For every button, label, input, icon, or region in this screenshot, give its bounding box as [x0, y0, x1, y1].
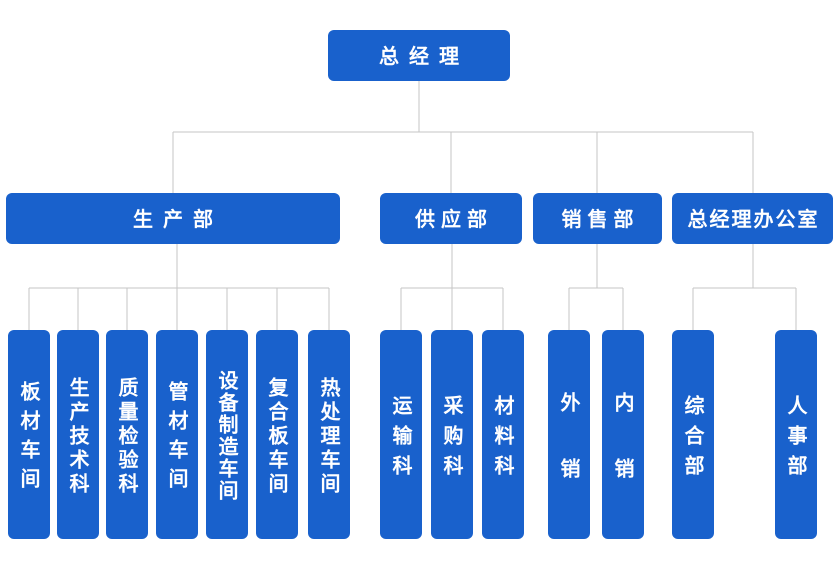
- node-label: 设备制造车间: [215, 369, 239, 502]
- node-label: 运输科: [389, 394, 413, 485]
- node-label: 供应部: [415, 206, 493, 231]
- org-node-production-dept: 生产部: [6, 193, 340, 244]
- node-label: 生产部: [133, 206, 223, 231]
- org-node-purchasing-section: 采购科: [431, 330, 473, 539]
- org-node-export-sales: 外销: [548, 330, 590, 539]
- node-label: 内销: [611, 391, 635, 524]
- org-node-equipment-manufacturing-workshop: 设备制造车间: [206, 330, 248, 539]
- node-label: 综合部: [681, 394, 705, 485]
- node-label: 总经理办公室: [687, 206, 820, 231]
- node-label: 外销: [557, 391, 581, 524]
- node-label: 材料科: [491, 394, 515, 485]
- node-label: 热处理车间: [317, 376, 341, 497]
- node-label: 质量检验科: [115, 376, 139, 497]
- org-node-composite-plate-workshop: 复合板车间: [256, 330, 298, 539]
- org-node-hr-dept: 人事部: [775, 330, 817, 539]
- org-node-pipe-workshop: 管材车间: [156, 330, 198, 539]
- org-node-sales-dept: 销售部: [533, 193, 662, 244]
- node-label: 人事部: [784, 394, 808, 485]
- org-node-domestic-sales: 内销: [602, 330, 644, 539]
- node-label: 采购科: [440, 394, 464, 485]
- node-label: 板材车间: [17, 381, 41, 497]
- org-node-gm-office: 总经理办公室: [672, 193, 833, 244]
- node-label: 生产技术科: [66, 376, 90, 497]
- org-node-general-affairs-dept: 综合部: [672, 330, 714, 539]
- node-label: 销售部: [561, 206, 640, 231]
- org-node-heat-treatment-workshop: 热处理车间: [308, 330, 350, 539]
- node-label: 管材车间: [165, 381, 189, 497]
- org-node-supply-dept: 供应部: [380, 193, 522, 244]
- node-label: 复合板车间: [265, 376, 289, 497]
- org-node-general-manager: 总经理: [328, 30, 510, 81]
- org-node-quality-inspection-section: 质量检验科: [106, 330, 148, 539]
- org-node-production-tech-section: 生产技术科: [57, 330, 99, 539]
- org-node-plate-workshop: 板材车间: [8, 330, 50, 539]
- org-node-transport-section: 运输科: [380, 330, 422, 539]
- org-node-materials-section: 材料科: [482, 330, 524, 539]
- node-label: 总经理: [379, 43, 469, 68]
